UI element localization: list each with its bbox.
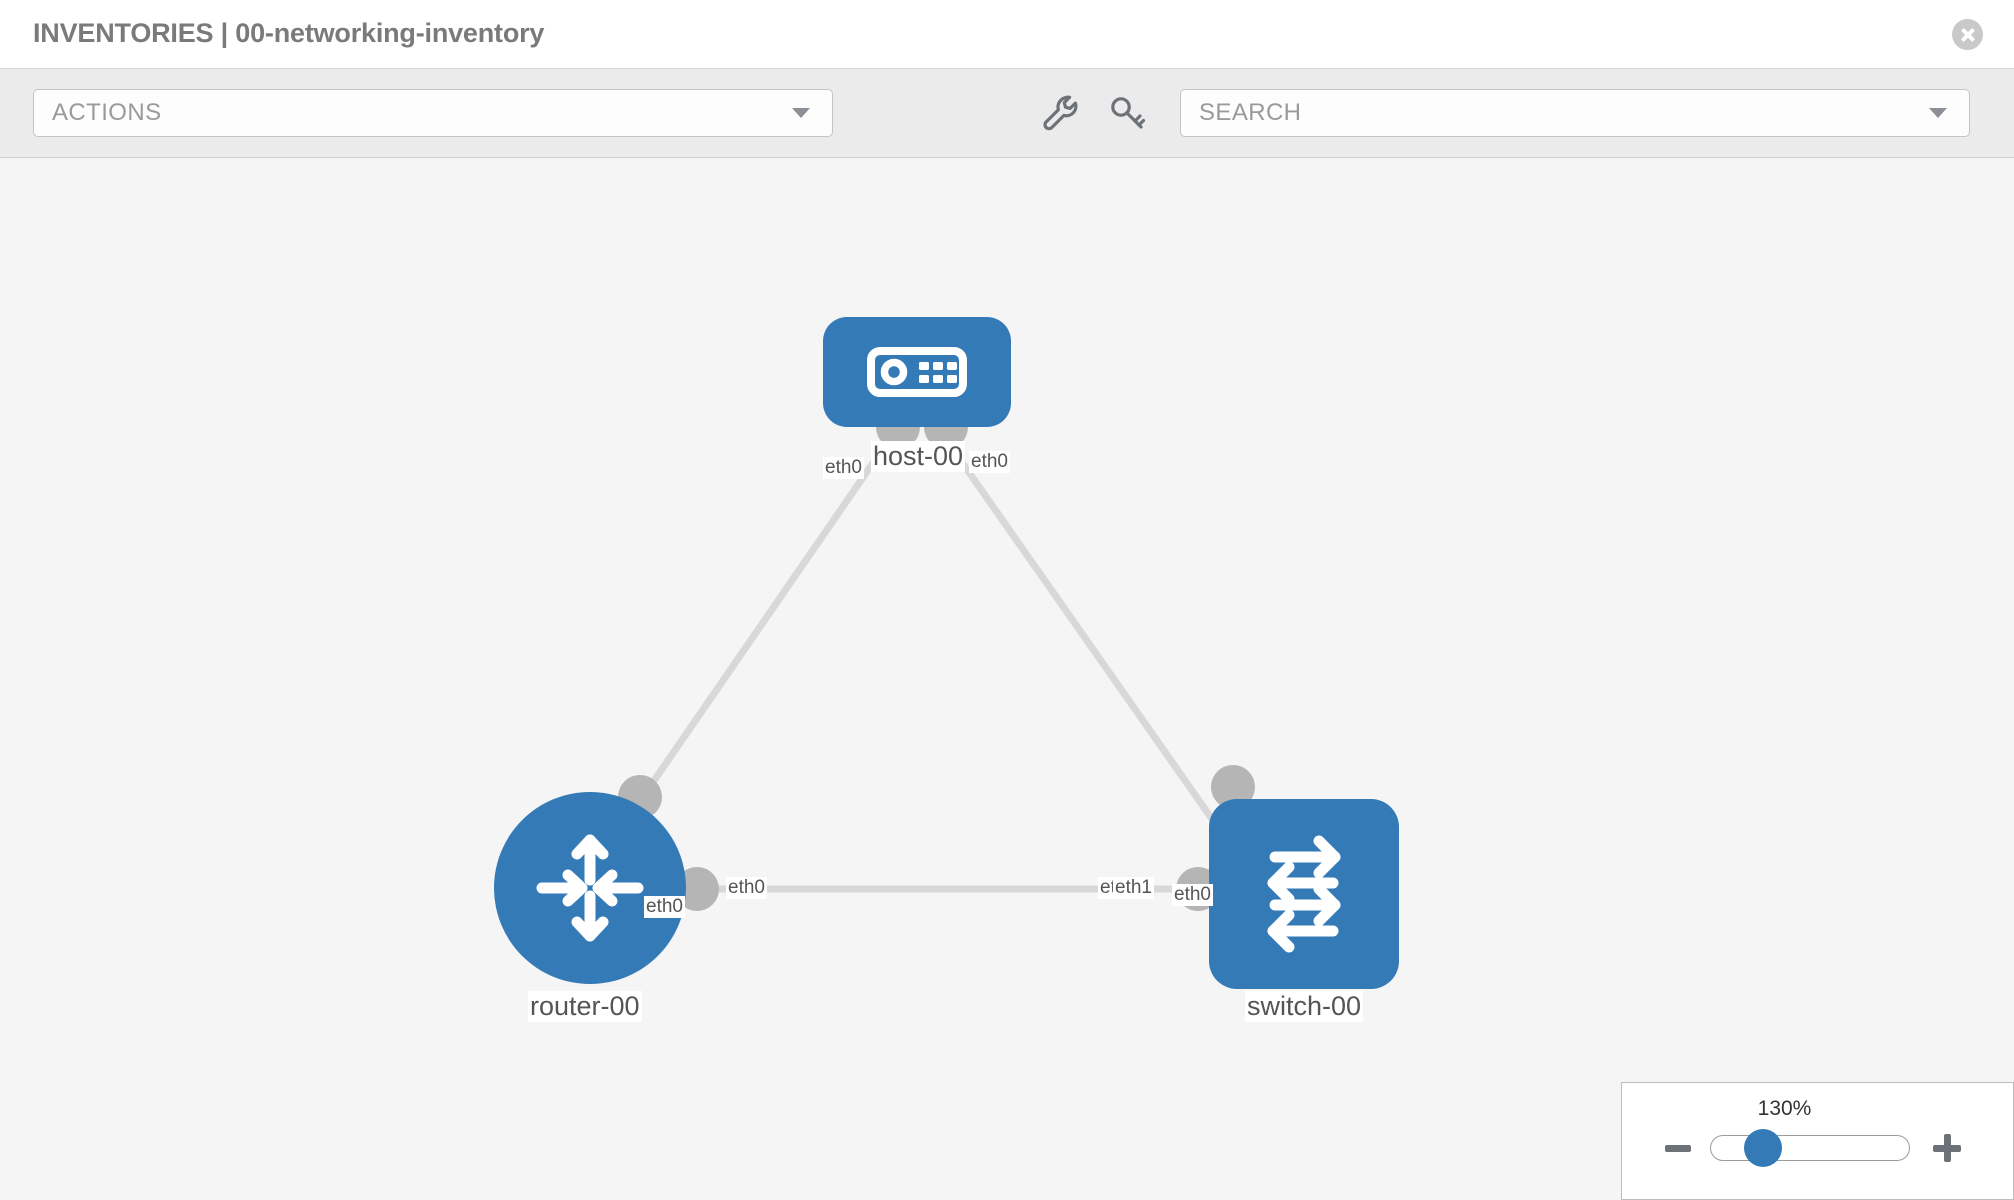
connector-router-right: [675, 867, 719, 911]
topology-canvas[interactable]: host-00 eth0 eth0 router-00 eth0 eth0: [0, 159, 2014, 1200]
link-host-switch: [937, 428, 1243, 862]
search-placeholder: SEARCH: [1199, 99, 1302, 126]
iface-label-host-right: eth0: [969, 451, 1010, 473]
server-icon: [867, 347, 967, 397]
node-switch-00-shape: [1209, 799, 1399, 989]
wrench-icon[interactable]: [1035, 89, 1083, 137]
node-router-00-shape: [494, 792, 686, 984]
switch-arrows-icon: [1267, 835, 1341, 953]
zoom-out-button[interactable]: [1665, 1145, 1691, 1152]
zoom-level-value: 130%: [1757, 1097, 1812, 1120]
zoom-slider-thumb[interactable]: [1744, 1129, 1782, 1167]
key-icon[interactable]: [1103, 89, 1151, 137]
zoom-control-panel: 130%: [1621, 1082, 2014, 1200]
node-router-00[interactable]: [494, 792, 686, 984]
iface-label-router-right: eth0: [726, 877, 767, 899]
topology-graph: [597, 405, 1255, 911]
router-arrows-icon: [536, 834, 644, 942]
search-input[interactable]: SEARCH: [1180, 89, 1970, 137]
node-switch-00-label: switch-00: [1245, 991, 1364, 1022]
connector-switch-up: [1211, 765, 1255, 809]
iface-label-switch-upper: eth0: [1172, 884, 1213, 906]
node-host-00-shape: [823, 317, 1011, 427]
iface-label-switch-left: eth1: [1113, 877, 1154, 899]
iface-label-host-left: eth0: [823, 457, 864, 479]
page-title: INVENTORIES | 00-networking-inventory: [33, 18, 545, 48]
node-host-00-label: host-00: [871, 441, 966, 472]
node-switch-00[interactable]: [1209, 799, 1399, 989]
page-header: INVENTORIES | 00-networking-inventory: [0, 0, 2014, 69]
link-layer: [597, 428, 1243, 893]
close-icon[interactable]: [1952, 19, 1983, 50]
zoom-slider-track[interactable]: [1710, 1135, 1910, 1161]
chevron-down-icon: [1929, 108, 1947, 118]
connector-layer: [618, 405, 1255, 911]
actions-dropdown[interactable]: ACTIONS: [33, 89, 833, 137]
node-router-00-label: router-00: [528, 991, 642, 1022]
chevron-down-icon: [792, 108, 810, 118]
zoom-in-button[interactable]: [1933, 1134, 1961, 1162]
zoom-in-icon-vertical: [1943, 1134, 1951, 1162]
toolbar: ACTIONS SEARCH: [0, 69, 2014, 158]
iface-label-router-upper: eth0: [644, 896, 685, 918]
node-host-00[interactable]: [823, 317, 1011, 457]
actions-dropdown-label: ACTIONS: [52, 99, 162, 126]
